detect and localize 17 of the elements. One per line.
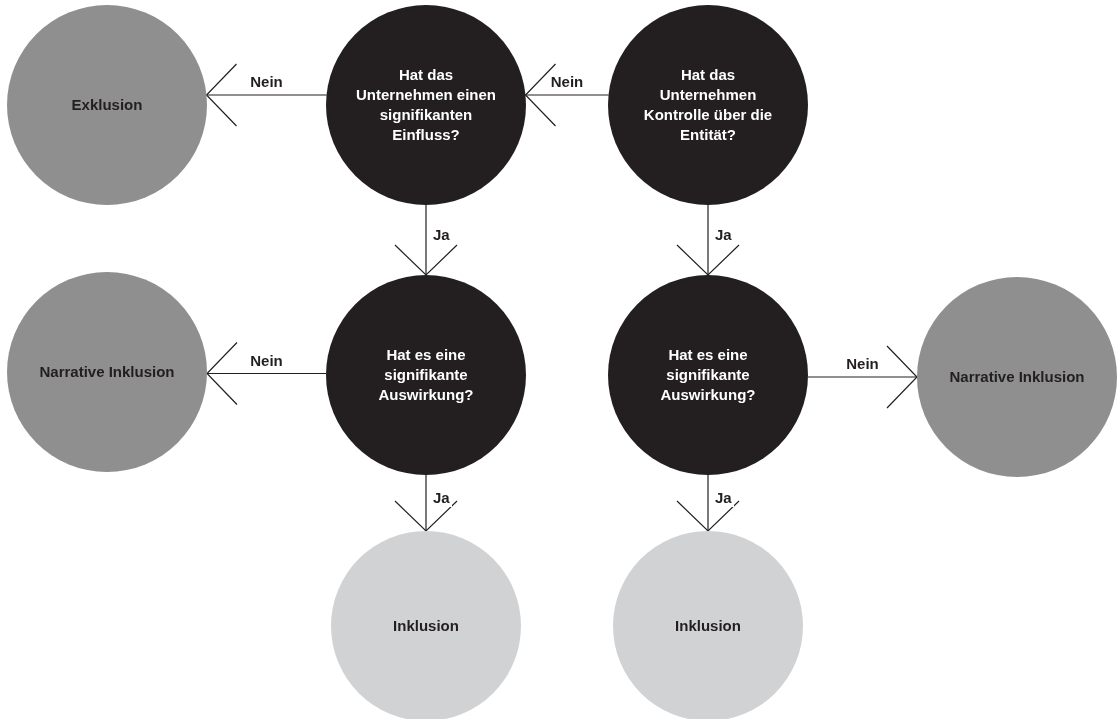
arrow (394, 474, 458, 532)
node-text: Narrative Inklusion (39, 361, 175, 382)
arrow (807, 345, 918, 409)
node-text: Hat das Unternehmen Kontrolle über die Entität? (642, 64, 774, 146)
arrow (205, 63, 328, 127)
node-text: Hat es eine signifikante Auswirkung? (377, 344, 475, 406)
node-text: Inklusion (393, 615, 459, 636)
arrow (394, 204, 458, 276)
node-text: Narrative Inklusion (949, 366, 1085, 387)
node-text: Hat es eine signifikante Auswirkung? (659, 344, 757, 406)
node-text: Hat das Unternehmen einen signifikanten Einfluss? (355, 64, 497, 146)
node-text: Exklusion (71, 94, 143, 115)
arrow (676, 474, 740, 532)
arrow (676, 204, 740, 276)
node-text: Inklusion (675, 615, 741, 636)
arrow (206, 341, 327, 406)
arrow (524, 63, 610, 127)
